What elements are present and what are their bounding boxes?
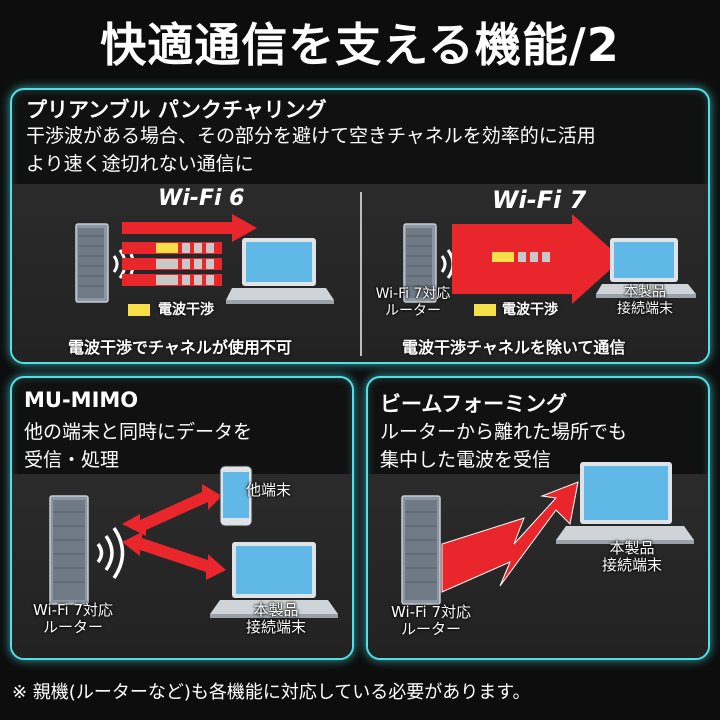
beamforming-title: ビームフォーミング [380, 392, 568, 416]
mu-mimo-title: MU-MIMO [24, 388, 139, 412]
beamforming-router-label: Wi-Fi 7対応 ルーター [376, 604, 486, 638]
beamforming-lightning-beam [441, 481, 579, 593]
wifi7-router-label: Wi-Fi 7対応 ルーター [368, 286, 458, 320]
footnote: ※ 親機(ルーターなど)も各機能に対応している必要があります。 [12, 682, 531, 703]
mu-mimo-signal-waves-icon [96, 527, 125, 579]
preamble-title: プリアンブル パンクチャリング [26, 98, 327, 122]
preamble-description-line1: 干渉波がある場合、その部分を避けて空きチャネルを効率的に活用 [26, 125, 596, 147]
mu-mimo-laptop-icon [210, 542, 338, 618]
mu-mimo-phone-icon [219, 465, 253, 527]
mu-mimo-router-label-line2: ルーター [42, 618, 103, 636]
beamforming-router-icon [401, 495, 441, 605]
wifi6-interference-legend-swatch [128, 304, 150, 316]
beamforming-router-label-line1: Wi-Fi 7対応 [390, 603, 472, 621]
wifi7-laptop-icon [596, 238, 696, 298]
wifi7-device-label-line1: 本製品 [624, 284, 666, 300]
wifi6-channel-arrows [122, 214, 257, 286]
beamforming-device-label-line2: 接続端末 [601, 556, 662, 574]
wifi6-laptop-icon [226, 238, 334, 304]
beamforming-device-label-line1: 本製品 [609, 539, 655, 557]
mu-mimo-illustration: 他端末 Wi-Fi 7対応 ルーター 本製品 接続端末 [12, 465, 352, 658]
wifi7-caption: 電波干渉チャネルを除いて通信 [402, 338, 626, 357]
wifi7-device-label-line2: 接続端末 [617, 301, 673, 317]
beamforming-panel: ビームフォーミング ルーターから離れた場所でも 集中した電波を受信 Wi-Fi … [366, 376, 710, 660]
wifi7-interference-legend: 電波干渉 [502, 302, 558, 318]
wifi7-heading: Wi-Fi 7 [492, 186, 587, 214]
wifi6-router-icon [75, 223, 109, 303]
mu-mimo-double-arrows [122, 484, 226, 580]
page-title: 快適通信を支える機能/2 [100, 18, 620, 72]
preamble-description-line2: より速く途切れない通信に [26, 153, 254, 175]
wifi7-router-label-line1: Wi-Fi 7対応 [375, 286, 451, 302]
wifi7-interference-legend-swatch [474, 304, 496, 316]
beamforming-router-label-line2: ルーター [400, 620, 461, 638]
wifi6-interference-legend: 電波干渉 [158, 302, 214, 318]
mu-mimo-device-label: 本製品 接続端末 [226, 602, 326, 636]
mu-mimo-router-label-line1: Wi-Fi 7対応 [32, 601, 114, 619]
mu-mimo-device-label-line2: 接続端末 [245, 618, 306, 636]
beamforming-laptop-icon [556, 462, 694, 544]
beamforming-description-line1: ルーターから離れた場所でも [380, 421, 628, 443]
wifi6-heading: Wi-Fi 6 [158, 186, 245, 211]
mu-mimo-description-line1: 他の端末と同時にデータを [24, 421, 253, 443]
comparison-divider [360, 192, 362, 356]
beamforming-description-line2: 集中した電波を受信 [380, 449, 552, 471]
preamble-illustration: Wi-Fi 6 電波干渉 電波干渉でチャネルが使用不可 [12, 184, 708, 362]
wifi7-combined-arrow [452, 214, 622, 304]
wifi7-device-label: 本製品 接続端末 [600, 284, 690, 318]
beamforming-illustration: Wi-Fi 7対応 ルーター 本製品 接続端末 [368, 462, 708, 658]
mu-mimo-description-line2: 受信・処理 [24, 449, 120, 471]
wifi7-router-label-line2: ルーター [385, 303, 441, 319]
beamforming-device-label: 本製品 接続端末 [582, 540, 682, 574]
preamble-puncturing-panel: プリアンブル パンクチャリング 干渉波がある場合、その部分を避けて空きチャネルを… [10, 88, 710, 364]
mu-mimo-panel: MU-MIMO 他の端末と同時にデータを 受信・処理 他端末 [10, 376, 354, 660]
mu-mimo-phone-label: 他端末 [246, 481, 292, 499]
mu-mimo-device-label-line1: 本製品 [253, 601, 299, 619]
mu-mimo-router-label: Wi-Fi 7対応 ルーター [18, 602, 128, 636]
wifi6-caption: 電波干渉でチャネルが使用不可 [68, 338, 292, 357]
mu-mimo-router-icon [49, 495, 89, 605]
wifi7-router-icon [403, 223, 437, 303]
